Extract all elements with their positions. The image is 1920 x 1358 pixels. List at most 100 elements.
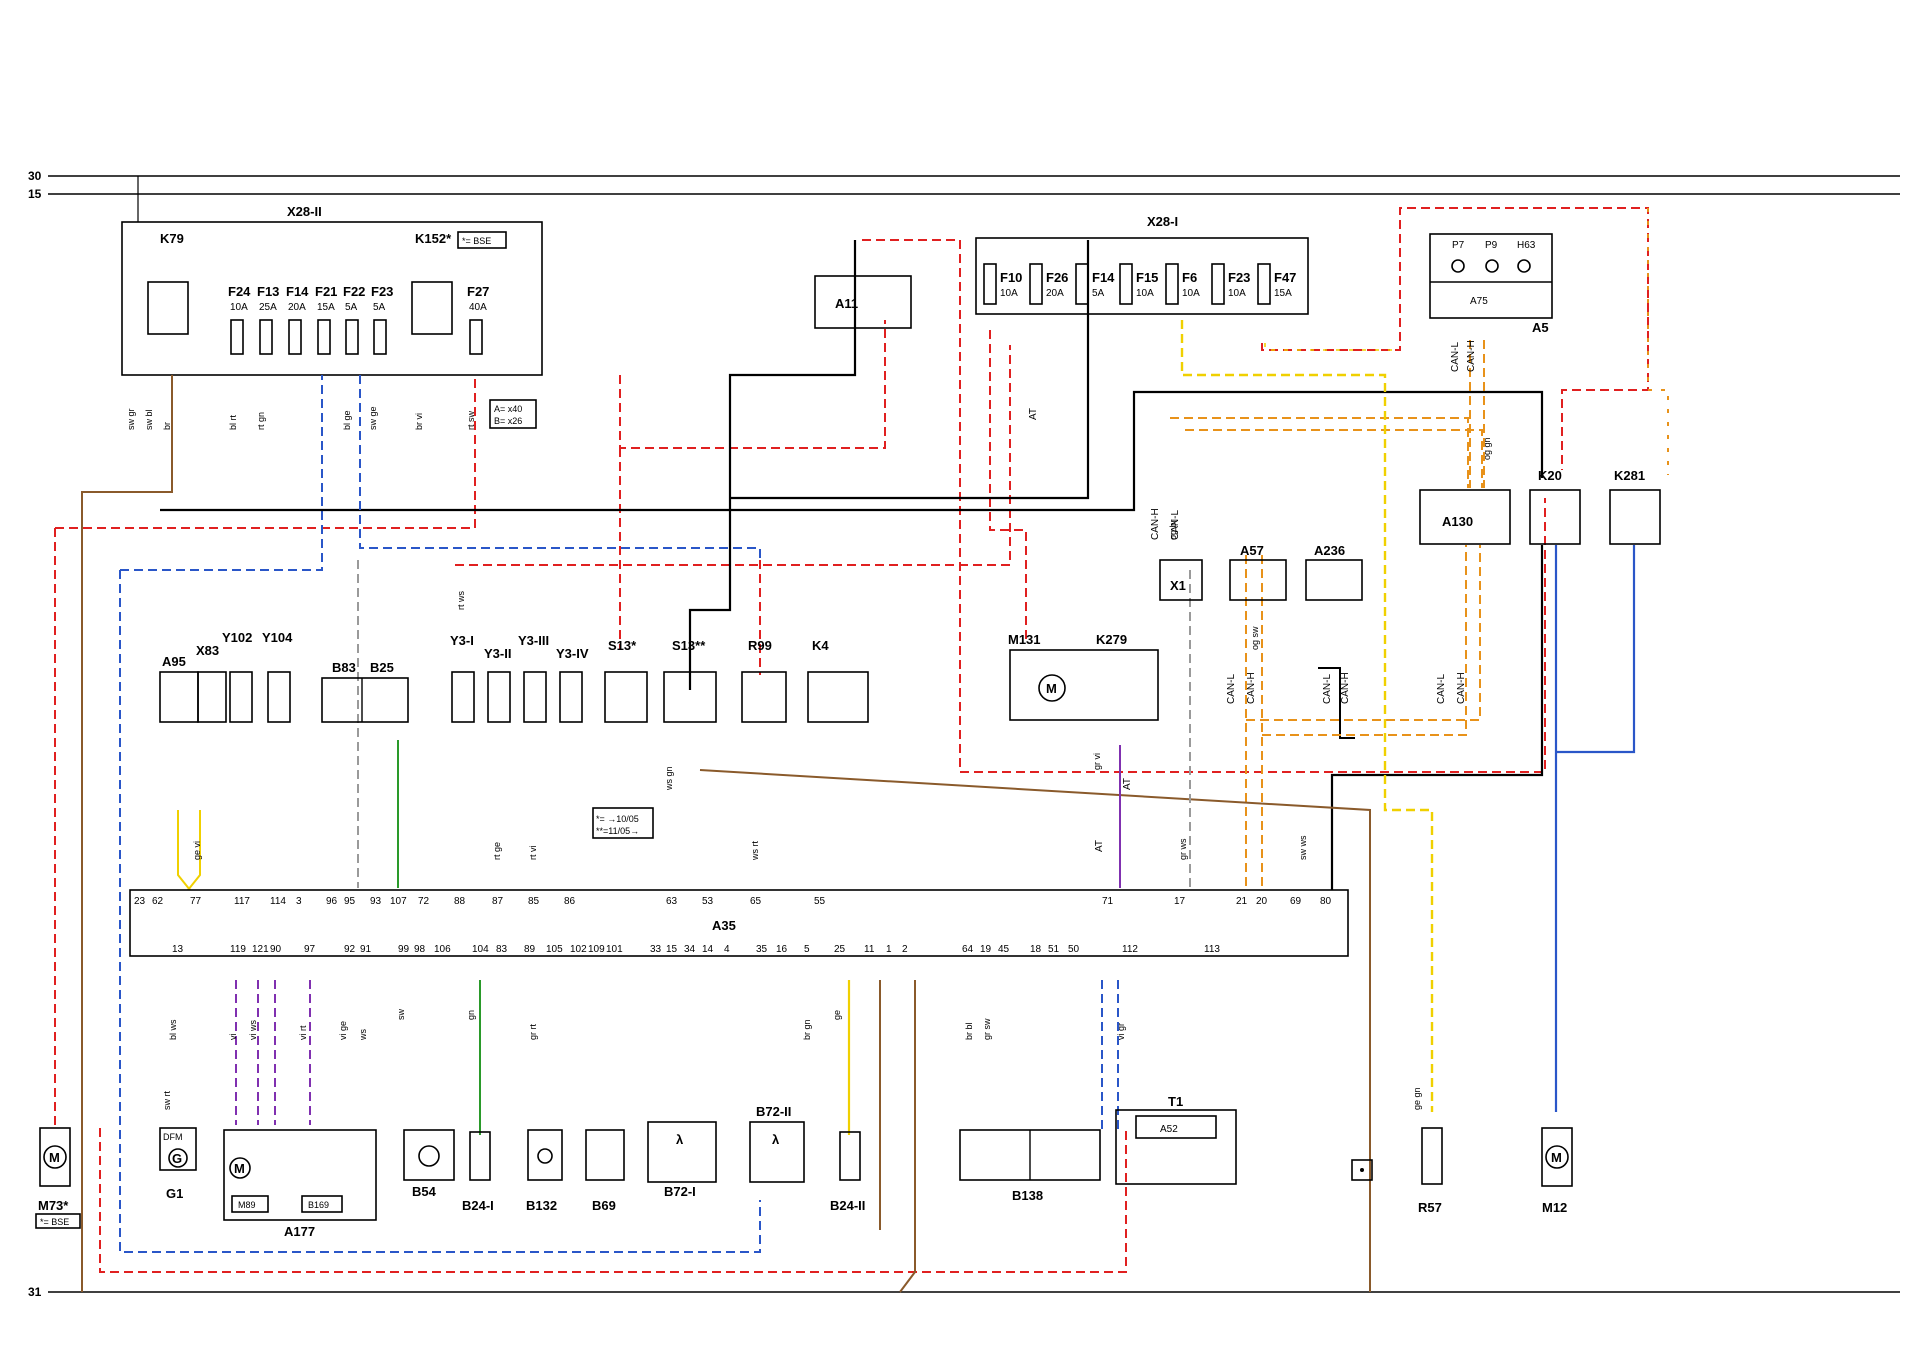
x28i-fuse-4-rating: 10A	[1182, 288, 1200, 299]
a35-bottom-pin-89: 89	[524, 944, 536, 955]
a35-top-pin-80: 80	[1320, 896, 1332, 907]
a35-bottom-pin-91: 91	[360, 944, 372, 955]
x28i-fuse-3-rating: 10A	[1136, 288, 1154, 299]
t1-label: T1	[1168, 1094, 1183, 1109]
wire-label-ge-vi: ge vi	[192, 841, 202, 860]
svg-text:M: M	[234, 1161, 245, 1176]
wire-label-sw-gr: sw gr	[126, 408, 136, 430]
k79-label: K79	[160, 231, 184, 246]
r57-label: R57	[1418, 1200, 1442, 1215]
at-label-1: AT	[1028, 408, 1039, 420]
can-labels: CAN-H CAN-L CAN-L CAN-H CAN-L CAN-H CAN-…	[1028, 340, 1477, 852]
a35-top-pin-93: 93	[370, 896, 382, 907]
a11-label: A11	[835, 296, 858, 311]
s13a-switch	[604, 671, 648, 723]
a35-bottom-pin-2: 2	[902, 944, 908, 955]
wire-label-gr-sw: gr sw	[982, 1018, 992, 1040]
x28i-fuse-2-element	[1075, 263, 1089, 305]
a35-bottom-pin-106: 106	[434, 944, 451, 955]
x28ii-fuse-6-name: F27	[467, 284, 489, 299]
fuse-box-x28ii: X28-II K79 K152* *= BSE F2410AF1325AF142…	[121, 176, 543, 429]
x28i-fuse-2-name: F14	[1092, 270, 1115, 285]
x28i-fuse-0-element	[983, 263, 997, 305]
a35-bottom-pin-121: 121	[252, 944, 269, 955]
x28ii-fuse-0-element	[230, 319, 244, 355]
can-l-label-5: CAN-L	[1436, 674, 1447, 704]
y3ii-label: Y3-II	[484, 646, 511, 661]
a177-label: A177	[284, 1224, 315, 1239]
a11-module	[814, 275, 912, 329]
a95-sensor	[159, 671, 199, 723]
x83-label: X83	[196, 643, 219, 658]
wire-label-gr-vi: gr vi	[1092, 753, 1102, 770]
b72i-label: B72-I	[664, 1184, 696, 1199]
a35-top-pin-69: 69	[1290, 896, 1302, 907]
a35-bottom-pin-112: 112	[1122, 944, 1138, 955]
a35-top-pin-87: 87	[492, 896, 504, 907]
y3i-injector	[451, 671, 475, 723]
k20-relay	[1529, 489, 1581, 545]
y3iii-label: Y3-III	[518, 633, 549, 648]
b83-label: B83	[332, 660, 356, 675]
wire-label-gn: gn	[466, 1010, 476, 1020]
b72ii-label: B72-II	[756, 1104, 791, 1119]
a5-label: A5	[1532, 320, 1549, 335]
m12-label: M12	[1542, 1200, 1567, 1215]
a130-module	[1419, 489, 1511, 545]
wire-label-sw-bl: sw bl	[144, 409, 154, 430]
wire-label-vi: vi	[228, 1034, 238, 1041]
b72i-lambda-sensor	[647, 1121, 717, 1183]
a35-bottom-pin-109: 109	[588, 944, 605, 955]
a35-bottom-pin-99: 99	[398, 944, 410, 955]
svg-text:M: M	[1046, 681, 1057, 696]
wire-label-ws: ws	[358, 1029, 368, 1041]
m131-motor-icon	[1038, 674, 1066, 702]
wire-label-og-gn: og gn	[1482, 437, 1492, 460]
wire-label-sw: sw	[396, 1009, 406, 1021]
svg-text:λ: λ	[772, 1132, 780, 1147]
x28i-fuse-5-element	[1211, 263, 1225, 305]
b169-label: B169	[308, 1200, 329, 1210]
a35-bottom-pin-113: 113	[1204, 944, 1220, 955]
x28ii-fuse-5-element	[373, 319, 387, 355]
x28ii-fuse-3-element	[317, 319, 331, 355]
wire-label-ge: ge	[832, 1010, 842, 1020]
s13a-label: S13*	[608, 638, 637, 653]
k4-relay	[807, 671, 869, 723]
a35-top-pin-17: 17	[1174, 896, 1186, 907]
m131-k279-module	[1009, 649, 1159, 721]
fuse-box-x28i: X28-I F1010AF2620AF145AF1510AF610AF2310A…	[975, 214, 1309, 315]
wire-label-gr-ws: gr ws	[1178, 838, 1188, 860]
x28ii-fuse-4-rating: 5A	[345, 302, 358, 313]
a35-bottom-pin-90: 90	[270, 944, 282, 955]
m89-label: M89	[238, 1200, 256, 1210]
can-h-label-2: CAN-H	[1466, 340, 1477, 372]
a35-bottom-pin-25: 25	[834, 944, 846, 955]
wire-label-rt-gn: rt gn	[256, 412, 266, 430]
upper-components: A11 P7 P9 H63 A75 A5 A130 K20 K281 X1 A5…	[159, 233, 1661, 839]
can-l-label-1: CAN-L	[1170, 510, 1181, 540]
a35-bottom-pin-92: 92	[344, 944, 356, 955]
a35-bottom-pin-119: 119	[230, 944, 246, 955]
b24ii-label: B24-II	[830, 1198, 865, 1213]
wire-label-ws-gn: ws gn	[664, 766, 674, 791]
r57-heater	[1421, 1127, 1443, 1185]
b69-label: B69	[592, 1198, 616, 1213]
x28i-fuse-1-element	[1029, 263, 1043, 305]
wire-label-sw-rt: sw rt	[162, 1091, 172, 1110]
wire-label-og-sw: og sw	[1250, 626, 1260, 650]
x28ii-fuse-1-rating: 25A	[259, 302, 277, 313]
at-label-2: AT	[1122, 778, 1133, 790]
a5-module	[1429, 233, 1553, 319]
a35-bottom-pin-98: 98	[414, 944, 426, 955]
x83-connector	[197, 671, 227, 723]
wire-label-vi-ge: vi ge	[338, 1021, 348, 1040]
x28i-fuse-1-rating: 20A	[1046, 288, 1064, 299]
y102-valve	[229, 671, 253, 723]
connector-note-a: A= x40	[494, 404, 522, 414]
x28i-fuse-6-element	[1257, 263, 1271, 305]
a35-top-pin-117: 117	[234, 896, 250, 907]
a35-top-pin-77: 77	[190, 896, 202, 907]
a35-top-pin-71: 71	[1102, 896, 1114, 907]
